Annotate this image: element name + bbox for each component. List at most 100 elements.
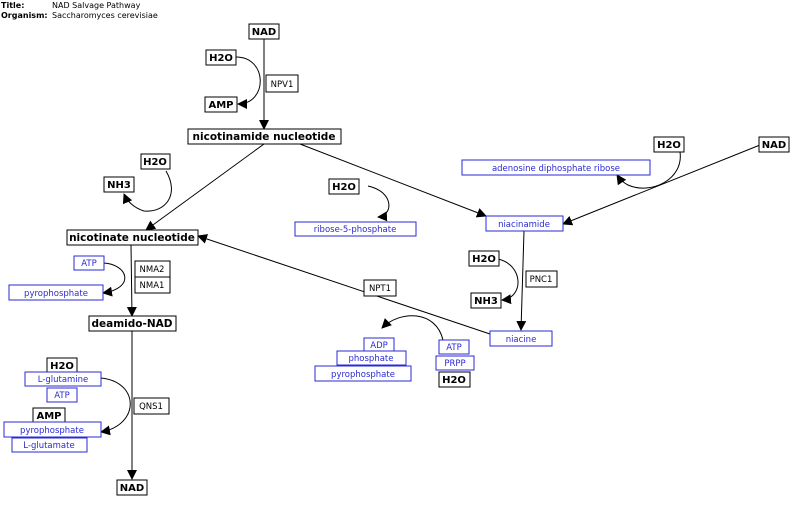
node-box xyxy=(73,255,105,271)
curve-qns1 xyxy=(100,377,131,436)
node-prpp[interactable]: PRPP xyxy=(435,355,475,371)
node-atp-npt1[interactable]: ATP xyxy=(438,339,470,355)
node-box xyxy=(294,221,417,237)
organism-row: Organism:Saccharomyces cerevisiae xyxy=(1,11,158,21)
node-nad-right[interactable]: NAD xyxy=(758,136,790,153)
edge-nicotinamide-nucleotide-to-nicotinate-nucleotide xyxy=(145,143,265,231)
node-box xyxy=(489,330,553,347)
node-l-glutamine[interactable]: L-glutamine xyxy=(24,371,102,387)
node-pyrophosphate-npt1[interactable]: pyrophosphate xyxy=(314,365,412,382)
node-label: H2O xyxy=(442,375,466,386)
node-label: L-glutamine xyxy=(38,375,89,385)
diagram-title: NAD Salvage Pathway xyxy=(52,1,141,10)
node-deamido-nad[interactable]: deamido-NAD xyxy=(88,315,177,332)
node-label: adenosine diphosphate ribose xyxy=(492,164,620,174)
node-amp-npv1[interactable]: AMP xyxy=(204,96,238,113)
node-nicotinate-nucleotide[interactable]: nicotinate nucleotide xyxy=(66,229,199,246)
organism-key: Organism: xyxy=(1,11,48,20)
node-atp-qns1[interactable]: ATP xyxy=(46,387,78,403)
node-box xyxy=(66,229,199,246)
node-adp[interactable]: ADP xyxy=(363,337,395,353)
node-label: NH3 xyxy=(107,180,131,191)
enzyme-pnc1[interactable]: PNC1 xyxy=(525,270,558,288)
node-label: ATP xyxy=(81,259,96,269)
enzyme-nma1[interactable]: NMA1 xyxy=(134,276,171,294)
curve-npv1 xyxy=(235,56,261,109)
node-box xyxy=(187,128,342,145)
node-box xyxy=(461,159,651,176)
node-label: nicotinamide nucleotide xyxy=(193,131,336,143)
node-box xyxy=(11,437,88,453)
node-nh3-left[interactable]: NH3 xyxy=(103,176,135,193)
curve-ribose xyxy=(367,185,390,222)
edge-niacinamide-to-niacine xyxy=(516,230,527,331)
title-key: Title: xyxy=(1,1,25,10)
node-label: AMP xyxy=(36,411,61,422)
node-nad-top[interactable]: NAD xyxy=(248,23,280,40)
diagram-header: Title: NAD Salvage Pathway Organism:Sacch… xyxy=(1,1,158,21)
node-box xyxy=(116,479,148,496)
node-adenosine-diphosphate-ribose[interactable]: adenosine diphosphate ribose xyxy=(461,159,651,176)
node-h2o-left[interactable]: H2O xyxy=(140,153,171,170)
node-box xyxy=(88,315,177,332)
node-box xyxy=(468,250,500,267)
node-label: phosphate xyxy=(349,354,394,364)
node-box xyxy=(328,178,360,195)
node-box xyxy=(470,292,502,309)
enzyme-box xyxy=(133,397,170,415)
node-label: H2O xyxy=(209,53,233,64)
node-phosphate[interactable]: phosphate xyxy=(336,350,407,366)
enzyme-npt1[interactable]: NPT1 xyxy=(363,279,397,297)
enzyme-box xyxy=(265,74,299,93)
node-h2o-qns1[interactable]: H2O xyxy=(46,357,78,374)
node-label: NH3 xyxy=(474,296,498,307)
node-niacine[interactable]: niacine xyxy=(489,330,553,347)
node-label: ADP xyxy=(370,341,388,351)
node-box xyxy=(103,176,135,193)
node-label: niacine xyxy=(506,335,537,345)
enzyme-qns1[interactable]: QNS1 xyxy=(133,397,170,415)
node-nicotinamide-nucleotide[interactable]: nicotinamide nucleotide xyxy=(187,128,342,145)
node-h2o-right[interactable]: H2O xyxy=(653,136,685,153)
node-amp-qns1[interactable]: AMP xyxy=(32,407,66,424)
node-label: deamido-NAD xyxy=(92,318,173,330)
enzyme-box xyxy=(525,270,558,288)
curve-left-deamidation xyxy=(122,170,172,212)
enzyme-label: PNC1 xyxy=(530,275,553,285)
enzyme-label: NPT1 xyxy=(369,284,391,294)
node-label: pyrophosphate xyxy=(20,426,84,436)
node-box xyxy=(435,355,475,371)
enzyme-label: NMA1 xyxy=(140,281,165,291)
edge-niacine-to-nicotinate-nucleotide xyxy=(197,234,491,335)
edge-nicotinamide-nucleotide-to-niacinamide xyxy=(299,143,487,218)
side-reaction-curves xyxy=(100,56,681,436)
node-pyrophosphate-nma[interactable]: pyrophosphate xyxy=(8,284,104,301)
node-h2o-ribose[interactable]: H2O xyxy=(328,178,360,195)
node-h2o-npv1[interactable]: H2O xyxy=(205,49,237,66)
enzyme-npv1[interactable]: NPV1 xyxy=(265,74,299,93)
node-nh3-pnc1[interactable]: NH3 xyxy=(470,292,502,309)
title-row: Title: NAD Salvage Pathway xyxy=(1,1,158,11)
node-niacinamide[interactable]: niacinamide xyxy=(485,215,564,232)
main-nodes: NAD H2O AMP nicotinamide nucleotide H2O … xyxy=(32,23,790,496)
node-nad-bottom[interactable]: NAD xyxy=(116,479,148,496)
small-molecule-nodes: ATP pyrophosphate L-glutamine ATP pyroph… xyxy=(3,159,651,453)
node-label: PRPP xyxy=(444,359,465,369)
node-box xyxy=(24,371,102,387)
enzyme-label: NPV1 xyxy=(271,80,294,90)
curve-nma xyxy=(102,262,126,297)
node-l-glutamate[interactable]: L-glutamate xyxy=(11,437,88,453)
node-pyrophosphate-qns1[interactable]: pyrophosphate xyxy=(3,421,102,438)
node-box xyxy=(140,153,171,170)
node-h2o-npt1[interactable]: H2O xyxy=(438,371,471,388)
node-atp-nma[interactable]: ATP xyxy=(73,255,105,271)
node-box xyxy=(485,215,564,232)
node-label: H2O xyxy=(50,361,74,372)
node-label: H2O xyxy=(472,254,496,265)
enzyme-nma2[interactable]: NMA2 xyxy=(134,260,171,278)
node-label: ATP xyxy=(54,391,69,401)
node-ribose-5-phosphate[interactable]: ribose-5-phosphate xyxy=(294,221,417,237)
node-h2o-pnc1[interactable]: H2O xyxy=(468,250,500,267)
node-label: NAD xyxy=(762,140,786,151)
